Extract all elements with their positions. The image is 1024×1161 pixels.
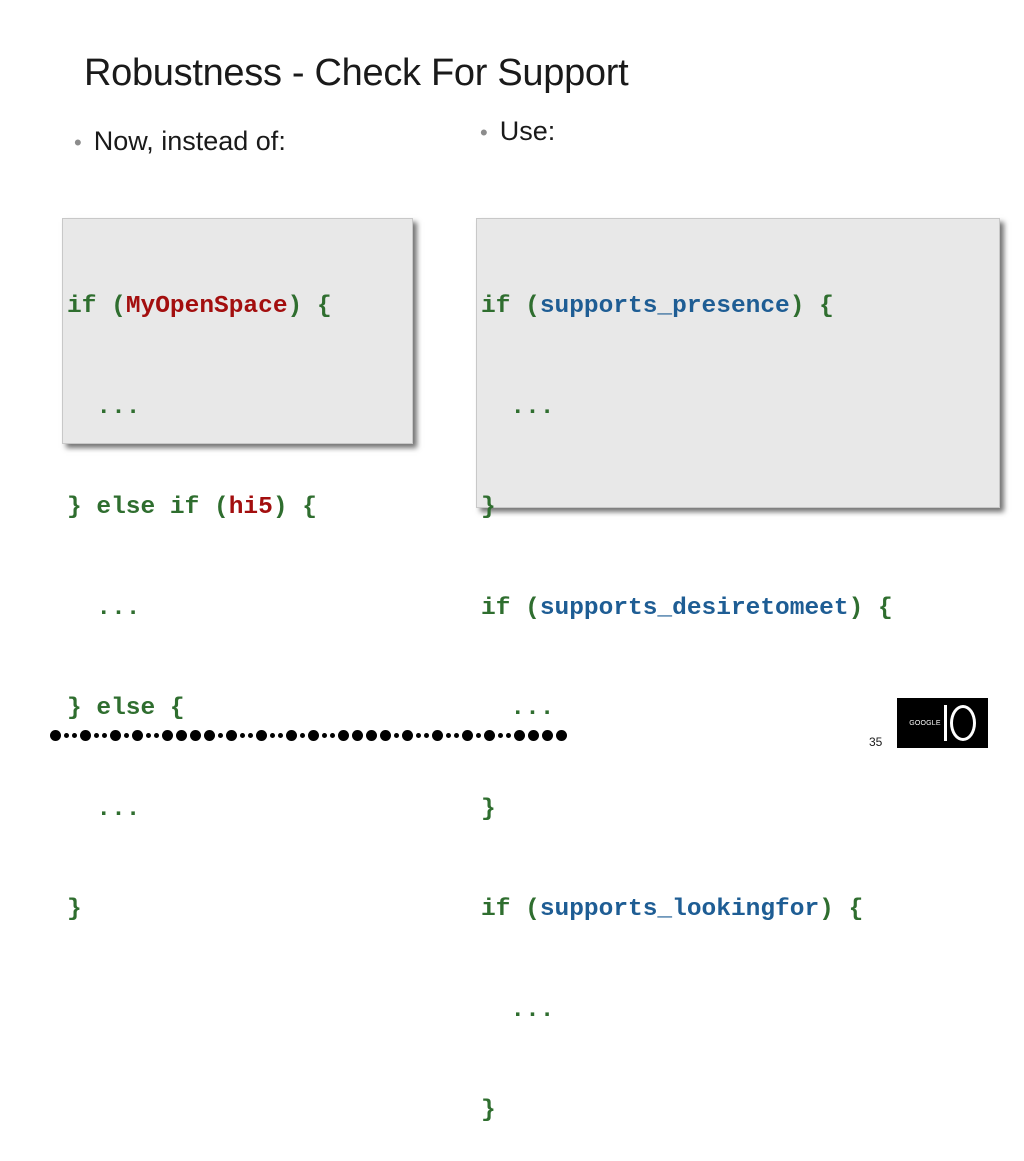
code-line: } bbox=[481, 494, 496, 521]
code-identifier: MyOpenSpace bbox=[125, 293, 288, 320]
code-line: } bbox=[481, 1097, 496, 1124]
footer-dot-small bbox=[64, 733, 69, 738]
footer-dot-small bbox=[416, 733, 421, 738]
footer-dot-large bbox=[352, 730, 363, 741]
footer-dot-large bbox=[190, 730, 201, 741]
footer-dot-large bbox=[514, 730, 525, 741]
footer-dot-large bbox=[380, 730, 391, 741]
page-number: 35 bbox=[869, 735, 883, 749]
logo-o-ring bbox=[949, 705, 976, 741]
code-line: } bbox=[67, 896, 82, 923]
footer-dot-large bbox=[204, 730, 215, 741]
logo-i-bar bbox=[943, 705, 947, 741]
footer-dot-large bbox=[226, 730, 237, 741]
footer-dot-small bbox=[270, 733, 275, 738]
footer-dot-large bbox=[256, 730, 267, 741]
footer-dot-large bbox=[162, 730, 173, 741]
code-identifier: supports_lookingfor bbox=[539, 896, 820, 923]
bullet-use: • Use: bbox=[480, 116, 555, 147]
footer-dot-large bbox=[366, 730, 377, 741]
footer-dot-large bbox=[80, 730, 91, 741]
footer-dot-small bbox=[498, 733, 503, 738]
code-line: ... bbox=[481, 393, 555, 421]
footer-dot-large bbox=[308, 730, 319, 741]
code-line: if (supports_lookingfor) { bbox=[481, 896, 864, 923]
footer-dot-small bbox=[154, 733, 159, 738]
footer-dot-large bbox=[50, 730, 61, 741]
bullet-text: Use: bbox=[499, 116, 556, 146]
footer-dot-small bbox=[446, 733, 451, 738]
logo-small-text: GOOGLE bbox=[909, 719, 941, 727]
footer-dot-small bbox=[394, 733, 399, 738]
code-block-new: if (supports_presence) { ... } if (suppo… bbox=[476, 218, 1000, 1124]
footer-dot-large bbox=[132, 730, 143, 741]
code-line: if (MyOpenSpace) { bbox=[67, 293, 332, 320]
footer-dot-small bbox=[506, 733, 511, 738]
footer-dot-large bbox=[110, 730, 121, 741]
code-line: ... bbox=[481, 996, 555, 1024]
bullet-text: Now, instead of: bbox=[93, 126, 286, 156]
footer-dot-large bbox=[556, 730, 567, 741]
footer-dot-large bbox=[286, 730, 297, 741]
code-identifier: supports_presence bbox=[539, 293, 790, 320]
bullet-marker: • bbox=[480, 120, 488, 145]
footer-dot-small bbox=[476, 733, 481, 738]
code-block-old: if (MyOpenSpace) { ... } else if (hi5) {… bbox=[62, 218, 413, 923]
code-line: } else { bbox=[67, 695, 185, 722]
footer-dot-large bbox=[402, 730, 413, 741]
bullet-marker: • bbox=[74, 130, 82, 155]
code-identifier: hi5 bbox=[228, 494, 273, 521]
footer-dot-small bbox=[146, 733, 151, 738]
code-line: ... bbox=[481, 695, 555, 722]
footer-dot-small bbox=[102, 733, 107, 738]
footer-dot-small bbox=[94, 733, 99, 738]
slide-title: Robustness - Check For Support bbox=[84, 52, 629, 94]
footer-dot-large bbox=[462, 730, 473, 741]
code-line: if (supports_desiretomeet) { bbox=[481, 594, 893, 622]
footer-dot-large bbox=[432, 730, 443, 741]
code-line: ... bbox=[67, 594, 141, 622]
footer-dot-large bbox=[338, 730, 349, 741]
footer-dot-small bbox=[330, 733, 335, 738]
footer-dot-small bbox=[322, 733, 327, 738]
footer-dot-pattern bbox=[50, 730, 570, 741]
code-line: } bbox=[481, 795, 496, 823]
code-identifier: supports_desiretomeet bbox=[539, 594, 849, 622]
footer-dot-small bbox=[278, 733, 283, 738]
bullet-now-instead-of: • Now, instead of: bbox=[74, 126, 286, 157]
footer-dot-large bbox=[176, 730, 187, 741]
footer-dot-small bbox=[240, 733, 245, 738]
footer-dot-small bbox=[454, 733, 459, 738]
footer-dot-small bbox=[72, 733, 77, 738]
footer-dot-large bbox=[484, 730, 495, 741]
google-io-logo: GOOGLE bbox=[897, 698, 988, 748]
footer-dot-large bbox=[542, 730, 553, 741]
code-line: if (supports_presence) { bbox=[481, 293, 834, 320]
footer-dot-large bbox=[528, 730, 539, 741]
code-line: ... bbox=[67, 795, 141, 823]
footer-dot-small bbox=[424, 733, 429, 738]
code-line: } else if (hi5) { bbox=[67, 494, 317, 521]
footer-dot-small bbox=[124, 733, 129, 738]
footer-dot-small bbox=[300, 733, 305, 738]
code-line: ... bbox=[67, 393, 141, 421]
footer-dot-small bbox=[248, 733, 253, 738]
footer-dot-small bbox=[218, 733, 223, 738]
